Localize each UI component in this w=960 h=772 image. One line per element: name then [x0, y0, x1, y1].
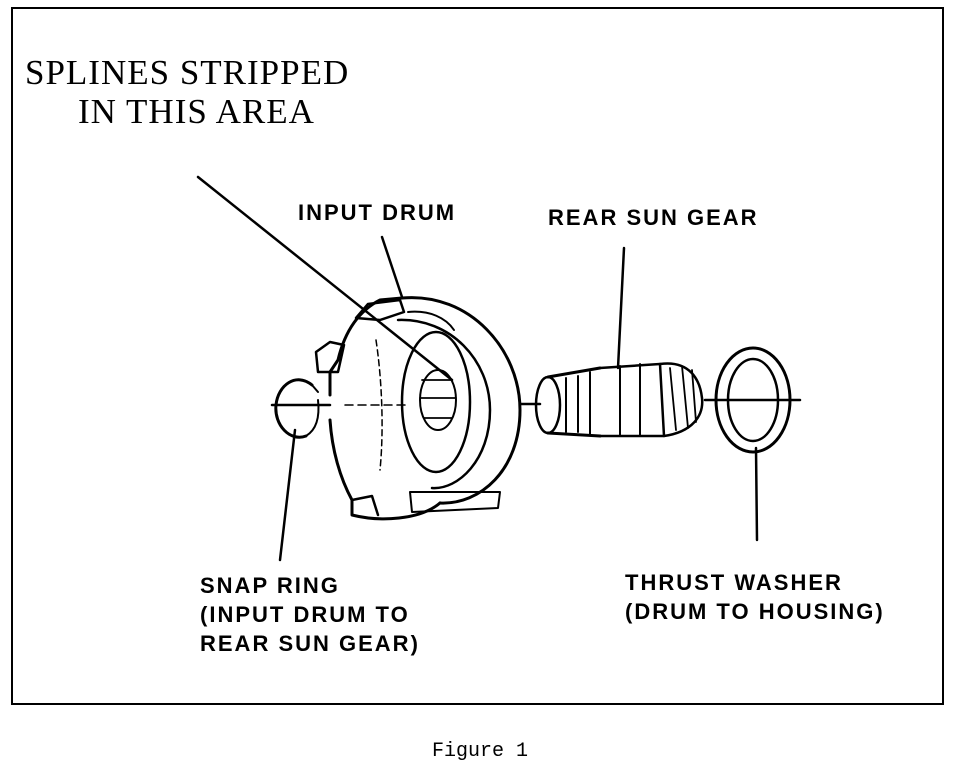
thrust-washer-leader-line [754, 446, 759, 542]
input-drum-part [314, 296, 522, 521]
rear-sun-gear-leader-line [616, 246, 626, 370]
rear-sun-gear-label: REAR SUN GEAR [548, 205, 759, 230]
thrust-washer-label-line2: (DRUM TO HOUSING) [625, 599, 885, 624]
figure-caption: Figure 1 [431, 740, 528, 763]
figure-frame [11, 7, 944, 705]
thrust-washer-label-line1: THRUST WASHER [625, 570, 843, 595]
splines-leader-line [196, 175, 454, 382]
input-drum-leader-line [380, 235, 404, 299]
input-drum-label: INPUT DRUM [298, 200, 457, 225]
snap-ring-label-line1: SNAP RING [200, 573, 340, 598]
rear-sun-gear-part [534, 362, 704, 438]
snap-ring-label-line3: REAR SUN GEAR) [200, 631, 420, 656]
thrust-washer-part [714, 346, 792, 454]
snap-ring-part [274, 378, 320, 439]
snap-ring-label-line2: (INPUT DRUM TO [200, 602, 410, 627]
splines-stripped-label-line2: IN THIS AREA [78, 92, 315, 131]
splines-stripped-label-line1: SPLINES STRIPPED [25, 53, 350, 92]
snap-ring-leader-line [278, 428, 297, 562]
